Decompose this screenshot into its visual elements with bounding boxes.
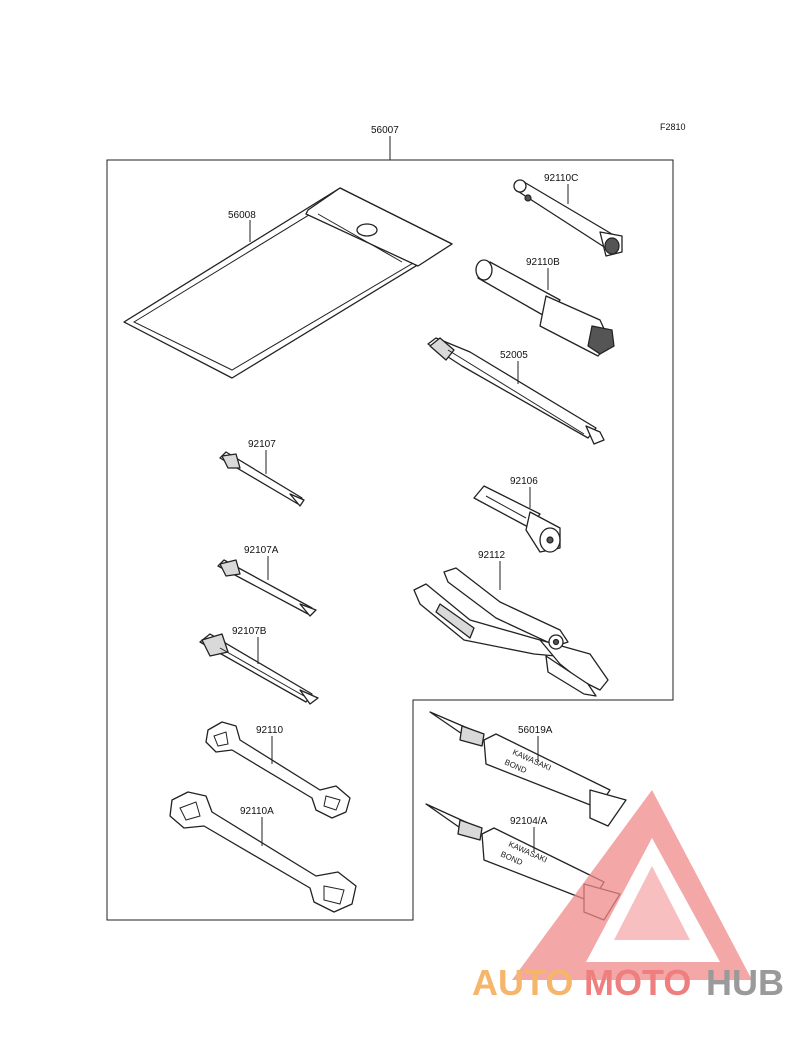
watermark-hub: HUB	[706, 962, 784, 1003]
grip-92106	[473, 485, 561, 553]
tool-bag	[123, 187, 453, 379]
wrench-92110	[205, 721, 351, 819]
label-grip-92106: 92106	[510, 476, 538, 487]
bit-92107	[219, 451, 305, 507]
label-bit-92107: 92107	[248, 439, 276, 450]
bond-tube-92104a: KAWASAKI BOND	[425, 803, 621, 921]
pliers-92112	[413, 567, 609, 697]
label-wrench-92110: 92110	[256, 725, 284, 736]
kit-frame	[106, 159, 674, 921]
label-plug-wrench-b: 92110B	[526, 257, 560, 268]
label-screwdriver-handle: 52005	[500, 350, 528, 361]
screwdriver-handle	[427, 337, 605, 445]
bond-tube-56019a: KAWASAKI BOND	[429, 711, 627, 827]
label-bond-92104a: 92104/A	[510, 816, 548, 827]
label-bit-92107b: 92107B	[232, 626, 267, 637]
figure-code: F2810	[660, 122, 686, 132]
label-pliers: 92112	[478, 550, 506, 561]
watermark-triangle-icon	[512, 790, 752, 980]
bit-92107a	[217, 559, 317, 617]
label-tool-bag: 56008	[228, 210, 256, 221]
watermark-logo: AUTO MOTO HUB	[472, 790, 784, 1003]
plug-wrench-b	[475, 259, 615, 357]
label-plug-wrench-c: 92110C	[544, 173, 578, 184]
label-kit: 56007	[371, 125, 399, 136]
bit-92107b	[199, 633, 319, 705]
label-wrench-92110a: 92110A	[240, 806, 274, 817]
wrench-92110a	[169, 791, 357, 913]
label-bond-56019a: 56019A	[518, 725, 553, 736]
label-bit-92107a: 92107A	[244, 545, 279, 556]
watermark-moto: MOTO	[584, 962, 691, 1003]
plug-wrench-c	[513, 179, 623, 257]
watermark-auto: AUTO	[472, 962, 573, 1003]
